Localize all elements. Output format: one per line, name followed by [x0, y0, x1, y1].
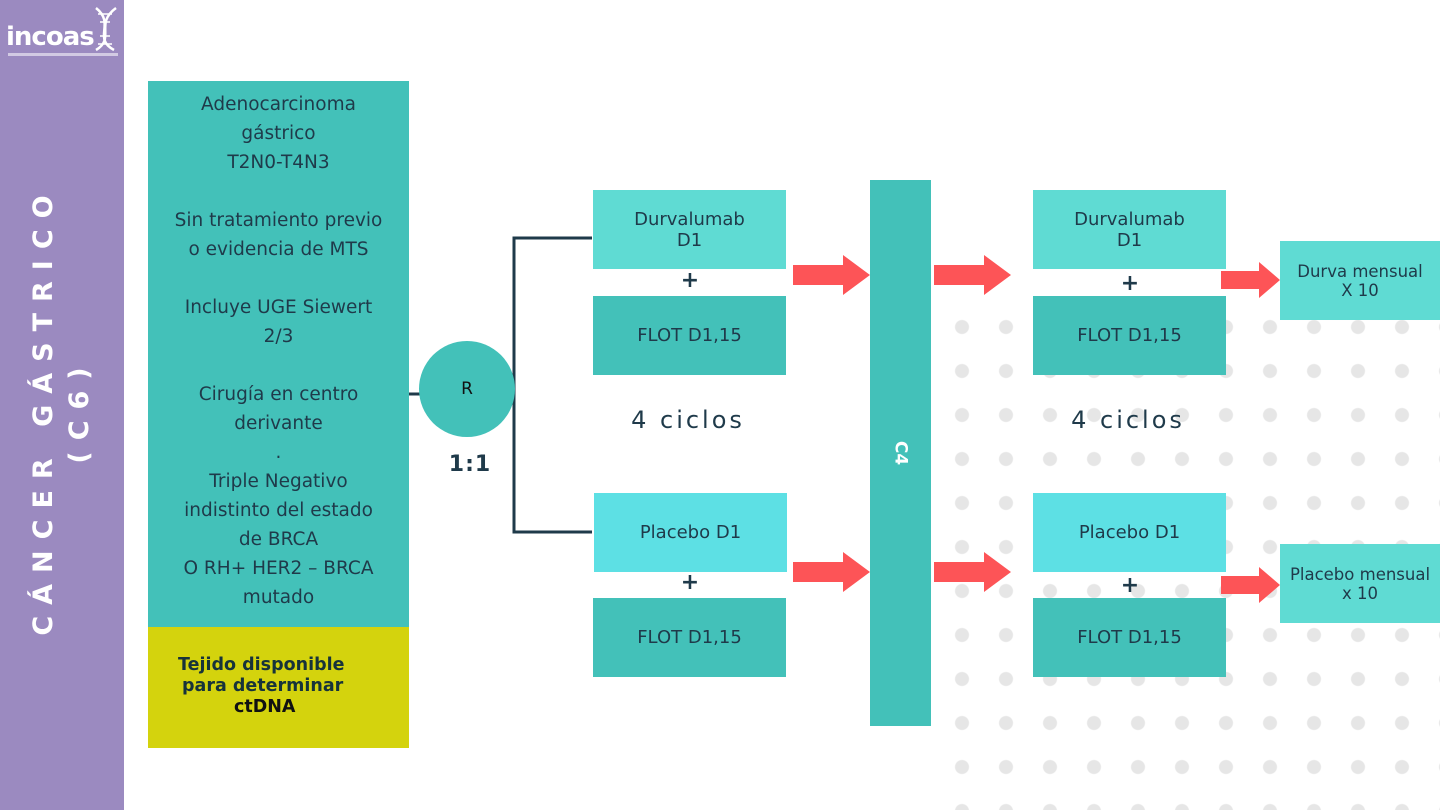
arm2-post-flot-box: FLOT D1,15 [1033, 598, 1226, 677]
arm1-post-durvalumab-box: Durvalumab D1 [1033, 190, 1226, 269]
criterion-receptor-status: Triple Negativo indistinto del estado de… [183, 471, 374, 608]
arm2-plus: + [680, 570, 700, 595]
arm2-maintenance-line1: Placebo mensual [1289, 564, 1431, 584]
arm1-flot-box: FLOT D1,15 [593, 296, 786, 375]
brand-logo: incoas [6, 22, 95, 52]
arm1-maintenance-box: Durva mensual X 10 [1280, 241, 1440, 320]
arm2-placebo-box: Placebo D1 [594, 493, 787, 572]
arrow-arm2-to-maintenance [1221, 567, 1280, 603]
slide-title-main: CÁNCER GÁSTRICO [28, 184, 59, 636]
arm-post-cycles: 4 ciclos [1071, 406, 1185, 434]
tissue-requirement-box: Tejido disponible para determinar ctDNA [148, 627, 409, 748]
arrow-arm1-to-surgery [793, 255, 870, 295]
sidebar [0, 0, 124, 810]
randomization-node: R [419, 341, 515, 437]
slide-title: CÁNCER GÁSTRICO (C6) [7, 110, 117, 710]
arrow-surgery-to-arm2 [934, 552, 1011, 592]
surgery-bar [870, 180, 931, 726]
arm1-post-plus: + [1120, 271, 1140, 296]
arm1-post-durvalumab-label: Durvalumab D1 [1074, 208, 1185, 251]
surgery-label: C4 [890, 440, 911, 466]
criterion-separator: . [275, 442, 282, 463]
arm1-maintenance-line2: X 10 [1341, 280, 1379, 300]
inclusion-criteria-box: Adenocarcinoma gástrico T2N0-T4N3 Sin tr… [148, 81, 409, 628]
arm1-maintenance-line1: Durva mensual [1297, 261, 1423, 281]
arm2-post-plus: + [1120, 573, 1140, 598]
arm2-post-flot-label: FLOT D1,15 [1077, 627, 1182, 648]
arm2-flot-label: FLOT D1,15 [637, 627, 742, 648]
criterion-siewert: Incluye UGE Siewert 2/3 [184, 297, 373, 347]
arm2-post-placebo-box: Placebo D1 [1033, 493, 1226, 572]
tissue-line-1: Tejido disponible [178, 655, 345, 675]
arm-pre-cycles: 4 ciclos [631, 406, 745, 434]
randomization-ratio: 1:1 [448, 452, 492, 477]
criterion-surgery-center: Cirugía en centro derivante [198, 384, 359, 434]
arm1-durvalumab-label: Durvalumab D1 [634, 208, 745, 251]
arm1-post-flot-box: FLOT D1,15 [1033, 296, 1226, 375]
arm2-maintenance-line2: x 10 [1341, 583, 1378, 603]
criterion-no-prior-treatment: Sin tratamiento previo o evidencia de MT… [174, 210, 383, 260]
tissue-line-3: ctDNA [234, 697, 296, 717]
slide-title-code: (C6) [64, 356, 95, 464]
dna-icon [95, 6, 117, 52]
arm1-durvalumab-box: Durvalumab D1 [593, 190, 786, 269]
arrow-surgery-to-arm1 [934, 255, 1011, 295]
arm1-plus: + [680, 268, 700, 293]
arm1-post-flot-label: FLOT D1,15 [1077, 325, 1182, 346]
arm2-post-placebo-label: Placebo D1 [1078, 522, 1181, 543]
arrow-arm1-to-maintenance [1221, 262, 1280, 298]
arm2-maintenance-box: Placebo mensual x 10 [1280, 544, 1440, 623]
arm1-flot-label: FLOT D1,15 [637, 325, 742, 346]
criterion-histology: Adenocarcinoma gástrico T2N0-T4N3 [201, 94, 356, 173]
tissue-line-2: para determinar [182, 676, 344, 696]
arm2-flot-box: FLOT D1,15 [593, 598, 786, 677]
randomization-label: R [461, 379, 473, 399]
arrow-arm2-to-surgery [793, 552, 870, 592]
brand-tagline-bar [8, 53, 118, 56]
arm2-placebo-label: Placebo D1 [639, 522, 742, 543]
